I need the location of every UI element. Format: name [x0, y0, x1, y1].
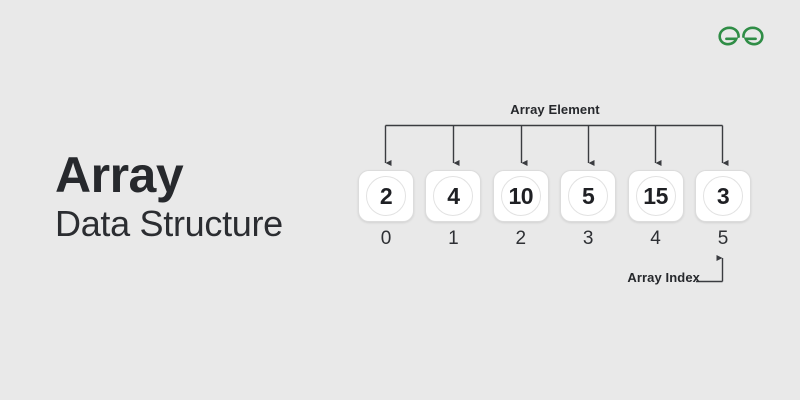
array-cell[interactable]: 10 — [492, 170, 549, 222]
array-cell-value: 3 — [716, 182, 730, 209]
array-cell-ring — [568, 176, 609, 216]
array-cell[interactable]: 3 — [695, 170, 751, 222]
array-cell-value: 10 — [508, 182, 534, 209]
page-title: Array — [55, 147, 184, 203]
array-cell[interactable]: 4 — [425, 170, 482, 222]
array-index-label: 2 — [515, 228, 527, 249]
array-index-label: 0 — [380, 228, 392, 249]
array-index-label: 4 — [650, 228, 661, 249]
geeksforgeeks-logo — [713, 20, 769, 52]
array-cell-value: 4 — [447, 182, 460, 209]
array-element-caption: Array Element — [510, 102, 600, 117]
array-cell-ring — [703, 176, 743, 216]
array-cell[interactable]: 5 — [560, 170, 617, 222]
title-block: Array Data Structure — [55, 150, 345, 242]
array-cell[interactable]: 2 — [358, 170, 414, 222]
array-index-caption: Array Index — [627, 270, 700, 285]
array-cell-value: 5 — [582, 182, 595, 209]
array-index-label: 3 — [582, 228, 594, 249]
array-index-label: 1 — [448, 228, 459, 249]
array-cell-ring — [433, 176, 474, 216]
page-subtitle: Data Structure — [55, 203, 283, 244]
array-cell-ring — [500, 176, 541, 216]
array-cell-ring — [635, 176, 676, 216]
array-cell-value: 15 — [643, 182, 668, 209]
array-cell-ring — [366, 176, 406, 216]
array-cell[interactable]: 15 — [627, 170, 684, 222]
array-cell-value: 2 — [379, 182, 393, 209]
array-index-label: 5 — [717, 228, 729, 249]
